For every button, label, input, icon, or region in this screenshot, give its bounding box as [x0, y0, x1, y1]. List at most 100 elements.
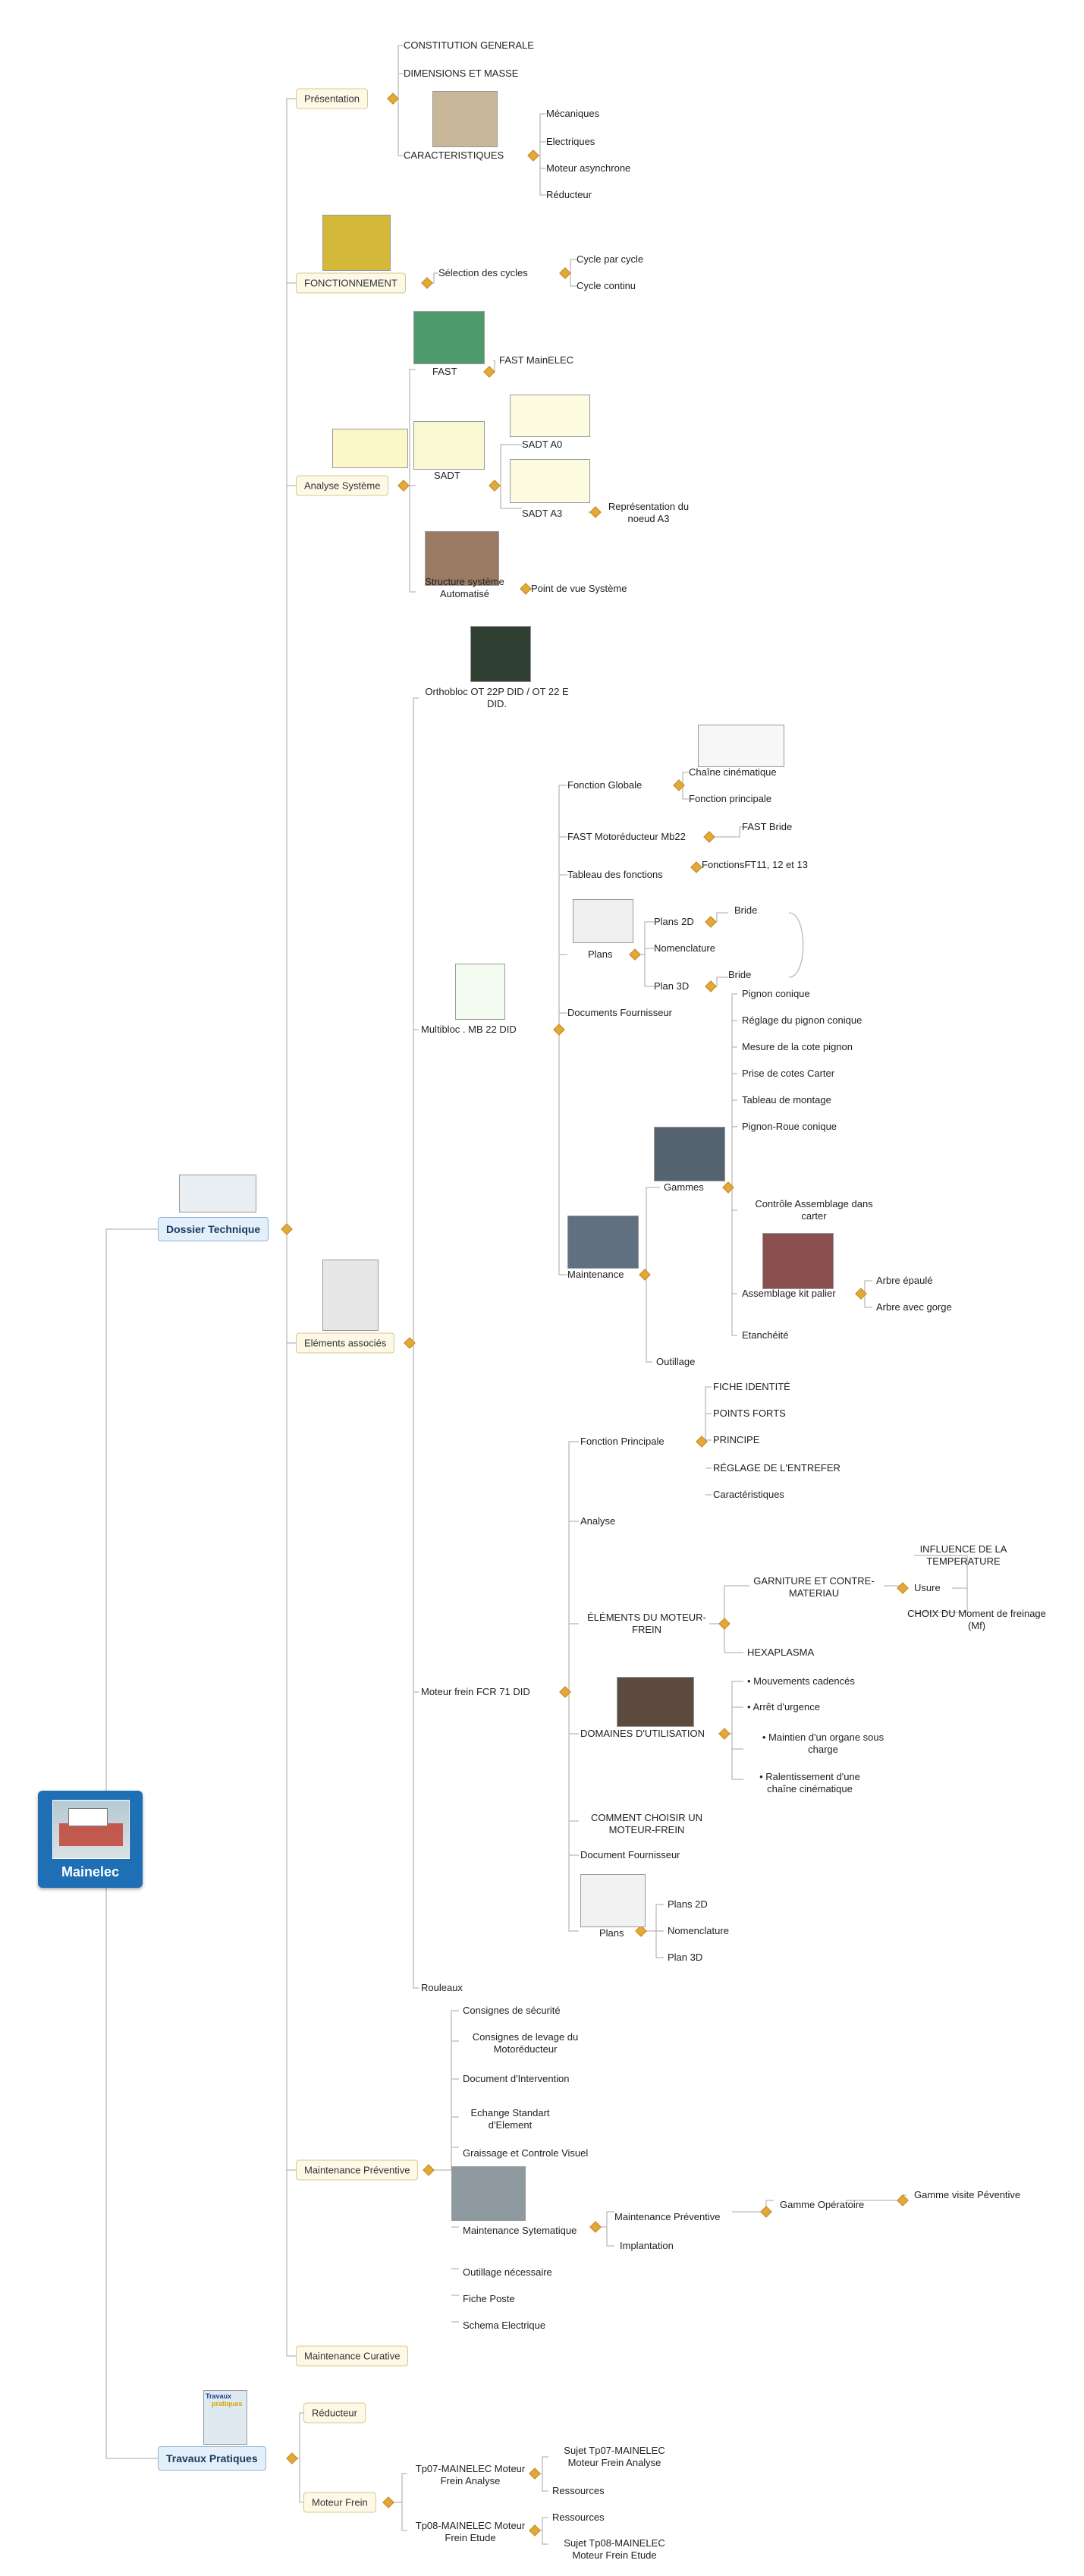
node-document-intervention[interactable]: Document d'Intervention [463, 2073, 570, 2084]
node-mecaniques[interactable]: Mécaniques [546, 108, 600, 119]
node-tp07[interactable]: Tp07-MAINELEC Moteur Frein Analyse [415, 2463, 526, 2486]
node-hexaplasma[interactable]: HEXAPLASMA [747, 1647, 815, 1658]
node-reducteur[interactable]: Réducteur [303, 2402, 366, 2423]
node-fiche-poste[interactable]: Fiche Poste [463, 2293, 515, 2304]
node-prise-cotes[interactable]: Prise de cotes Carter [742, 1068, 835, 1079]
node-tableau-montage[interactable]: Tableau de montage [742, 1094, 831, 1106]
node-reglage-entrefer[interactable]: RÉGLAGE DE L'ENTREFER [713, 1462, 840, 1474]
node-rouleaux[interactable]: Rouleaux [421, 1982, 463, 1993]
node-constitution[interactable]: CONSTITUTION GENERALE [404, 39, 534, 51]
node-etancheite[interactable]: Etanchéité [742, 1329, 789, 1341]
node-gammes[interactable]: Gammes [664, 1181, 704, 1193]
node-fast-motoreducteur[interactable]: FAST Motoréducteur Mb22 [567, 831, 686, 842]
node-assemblage-kit[interactable]: Assemblage kit palier [742, 1288, 836, 1299]
node-analyse-mf[interactable]: Analyse [580, 1515, 616, 1527]
node-ralentissement[interactable]: • Ralentissement d'une chaîne cinématiqu… [759, 1771, 860, 1794]
node-fast-mainelec[interactable]: FAST MainELEC [499, 354, 574, 366]
node-pignon-conique[interactable]: Pignon conique [742, 988, 810, 999]
node-mesure-cote[interactable]: Mesure de la cote pignon [742, 1041, 853, 1052]
node-sadt-a0[interactable]: SADT A0 [522, 439, 563, 450]
node-structure[interactable]: Structure système Automatisé [425, 576, 504, 599]
node-presentation[interactable]: Présentation [296, 88, 368, 109]
node-echange-standart[interactable]: Echange Standart d'Element [470, 2107, 550, 2131]
node-bride-2[interactable]: Bride [728, 969, 752, 980]
node-controle-assemblage[interactable]: Contrôle Assemblage dans carter [755, 1198, 873, 1222]
node-plan-3d-mf[interactable]: Plan 3D [668, 1952, 703, 1963]
node-cycle-continu[interactable]: Cycle continu [577, 280, 636, 291]
node-principe[interactable]: PRINCIPE [713, 1434, 760, 1445]
node-cycle-par-cycle[interactable]: Cycle par cycle [577, 253, 644, 265]
node-arbre-epaule[interactable]: Arbre épaulé [876, 1275, 933, 1286]
node-analyse-systeme[interactable]: Analyse Système [296, 475, 389, 496]
node-maintenance-systematique[interactable]: Maintenance Sytematique [463, 2225, 577, 2236]
node-arbre-gorge[interactable]: Arbre avec gorge [876, 1301, 952, 1313]
branch-travaux-pratiques[interactable]: Travaux Pratiques [158, 2446, 266, 2471]
node-moteur-asynchrone[interactable]: Moteur asynchrone [546, 162, 631, 174]
node-document-fournisseur[interactable]: Document Fournisseur [580, 1849, 680, 1860]
node-tp08-ressources[interactable]: Ressources [552, 2512, 605, 2523]
node-multibloc[interactable]: Multibloc . MB 22 DID [421, 1024, 517, 1035]
node-arret-urgence[interactable]: • Arrêt d'urgence [747, 1701, 820, 1713]
node-sadt-a3[interactable]: SADT A3 [522, 508, 563, 519]
node-maintenance-preventive[interactable]: Maintenance Préventive [296, 2159, 419, 2181]
node-plan-3d[interactable]: Plan 3D [654, 980, 690, 992]
node-electriques[interactable]: Electriques [546, 136, 595, 147]
node-maintien[interactable]: • Maintien d'un organe sous charge [762, 1731, 884, 1755]
node-nomenclature-mf[interactable]: Nomenclature [668, 1925, 729, 1936]
node-consignes-levage[interactable]: Consignes de levage du Motoréducteur [472, 2031, 579, 2055]
node-fonctions-ft[interactable]: FonctionsFT11, 12 et 13 [702, 859, 808, 870]
node-fonctionnement[interactable]: FONCTIONNEMENT [296, 272, 406, 294]
root-node[interactable]: Mainelec [38, 1791, 143, 1888]
node-schema-electrique[interactable]: Schema Electrique [463, 2320, 546, 2331]
node-tp08[interactable]: Tp08-MAINELEC Moteur Frein Etude [415, 2520, 526, 2543]
node-bride-1[interactable]: Bride [734, 904, 758, 916]
node-caracteristiques[interactable]: CARACTERISTIQUES [404, 149, 504, 161]
node-outillage-necessaire[interactable]: Outillage nécessaire [463, 2266, 552, 2278]
node-sadt[interactable]: SADT [434, 470, 460, 481]
node-tp07-sujet[interactable]: Sujet Tp07-MAINELEC Moteur Frein Analyse [564, 2445, 665, 2468]
node-chaine-cinematique[interactable]: Chaîne cinématique [689, 766, 777, 778]
node-point-de-vue[interactable]: Point de vue Système [531, 583, 627, 594]
node-docs-fournisseur[interactable]: Documents Fournisseur [567, 1007, 672, 1018]
node-mouvements[interactable]: • Mouvements cadencés [747, 1675, 855, 1687]
node-graissage[interactable]: Graissage et Controle Visuel [463, 2147, 589, 2159]
node-selection-cycles[interactable]: Sélection des cycles [438, 267, 528, 278]
node-elements-moteur-frein[interactable]: ÉLÉMENTS DU MOTEUR-FREIN [587, 1612, 706, 1635]
node-domaines[interactable]: DOMAINES D'UTILISATION [580, 1728, 705, 1739]
node-nomenclature[interactable]: Nomenclature [654, 942, 715, 954]
node-garniture[interactable]: GARNITURE ET CONTRE-MATERIAU [753, 1575, 875, 1599]
node-fiche-identite[interactable]: FICHE IDENTITÉ [713, 1381, 790, 1392]
node-gamme-visite[interactable]: Gamme visite Péventive [914, 2189, 1021, 2200]
node-pignon-roue[interactable]: Pignon-Roue conique [742, 1121, 837, 1132]
node-plans[interactable]: Plans [588, 948, 613, 960]
node-reglage-pignon[interactable]: Réglage du pignon conique [742, 1014, 862, 1026]
node-elements-associes[interactable]: Eléments associés [296, 1332, 395, 1354]
node-points-forts[interactable]: POINTS FORTS [713, 1408, 786, 1419]
node-gamme-operatoire[interactable]: Gamme Opératoire [780, 2199, 865, 2210]
node-moteur-frein[interactable]: Moteur frein FCR 71 DID [421, 1686, 530, 1697]
node-fonction-globale[interactable]: Fonction Globale [567, 779, 643, 791]
node-reducteur-carac[interactable]: Réducteur [546, 189, 592, 200]
node-orthobloc[interactable]: Orthobloc OT 22P DID / OT 22 E DID. [425, 686, 569, 709]
node-outillage[interactable]: Outillage [656, 1356, 696, 1367]
node-dimensions[interactable]: DIMENSIONS ET MASSE [404, 68, 519, 79]
node-maintenance[interactable]: Maintenance [567, 1269, 624, 1280]
node-tableau-fonctions[interactable]: Tableau des fonctions [567, 869, 663, 880]
node-moteur-frein-tp[interactable]: Moteur Frein [303, 2492, 376, 2513]
node-fast[interactable]: FAST [432, 366, 457, 377]
node-consignes-securite[interactable]: Consignes de sécurité [463, 2005, 561, 2016]
node-mp-sub[interactable]: Maintenance Préventive [614, 2211, 721, 2222]
node-caracteristiques-mf[interactable]: Caractéristiques [713, 1489, 784, 1500]
node-maintenance-curative[interactable]: Maintenance Curative [296, 2345, 409, 2367]
node-influence-temperature[interactable]: INFLUENCE DE LA TEMPERATURE [919, 1543, 1007, 1567]
node-comment-choisir[interactable]: COMMENT CHOISIR UN MOTEUR-FREIN [590, 1812, 703, 1835]
node-implantation[interactable]: Implantation [620, 2240, 674, 2251]
node-fonction-principale[interactable]: Fonction principale [689, 793, 772, 804]
node-tp07-ressources[interactable]: Ressources [552, 2485, 605, 2496]
node-fonction-principale-mf[interactable]: Fonction Principale [580, 1436, 665, 1447]
node-representation[interactable]: Représentation du noeud A3 [608, 501, 690, 524]
node-plans-mf[interactable]: Plans [599, 1927, 624, 1939]
node-fast-bride[interactable]: FAST Bride [742, 821, 793, 832]
node-tp08-sujet[interactable]: Sujet Tp08-MAINELEC Moteur Frein Etude [564, 2537, 665, 2561]
node-plans-2d[interactable]: Plans 2D [654, 916, 694, 927]
